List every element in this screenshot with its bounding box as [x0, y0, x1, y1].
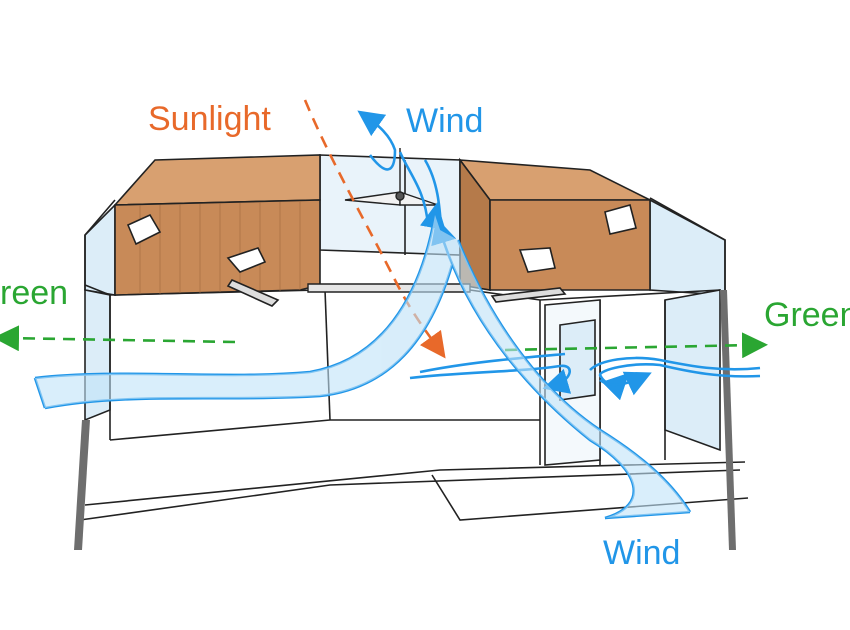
ceiling-fan	[344, 148, 439, 206]
left-light-fixture	[226, 278, 280, 307]
left-skylight-2	[226, 247, 267, 273]
wind-top-label: Wind	[406, 102, 483, 140]
wind-right-4	[589, 356, 761, 371]
wind-right-2	[419, 352, 566, 374]
wind-up-2	[357, 110, 397, 171]
eave	[84, 197, 726, 290]
wind-up-1	[398, 151, 430, 226]
left-roof-volume	[113, 154, 321, 307]
green-arrow-left	[0, 325, 236, 352]
right-skylight-1	[604, 204, 637, 235]
sunlight-arrow	[303, 99, 446, 359]
right-glass-wall	[649, 198, 726, 296]
right-roof-volume	[458, 157, 651, 303]
sunlight-label: Sunlight	[148, 100, 271, 138]
green-arrow-right	[504, 332, 768, 359]
wind-bottom-label: Wind	[603, 534, 680, 572]
green-airflow	[0, 325, 768, 359]
left-skylight-1	[126, 213, 162, 246]
right-light-fixture	[490, 287, 567, 303]
floor	[79, 469, 741, 521]
right-lower-glass	[664, 289, 721, 452]
step	[431, 474, 749, 521]
door-leaf	[559, 319, 596, 401]
green-right-label: Green	[764, 296, 850, 334]
wind-right-1	[409, 364, 572, 394]
right-skylight-2	[518, 247, 556, 273]
posts	[74, 290, 736, 550]
green-left-label: reen	[0, 274, 68, 312]
